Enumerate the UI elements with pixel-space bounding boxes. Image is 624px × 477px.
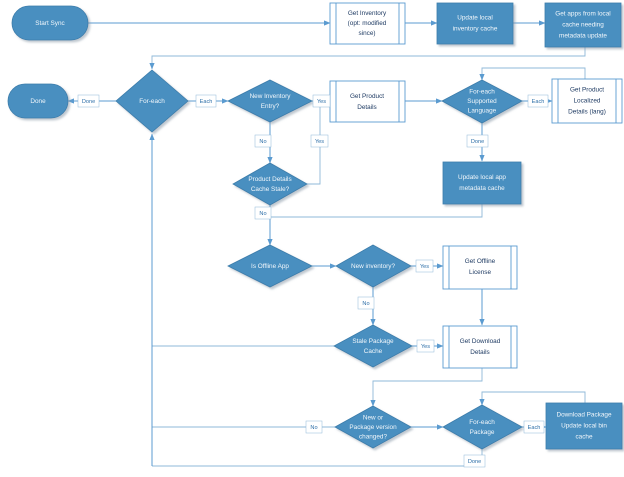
edge-label-text: No [259,211,266,217]
edge-label-text: Done [468,459,481,465]
node-get-product-localized-details[interactable]: Get Product Localized Details (lang) [551,78,623,124]
edge-label-text: Yes [421,344,430,350]
edge-label-text: No [259,139,266,145]
edge-label-stalepkg-yes: Yes [416,339,435,353]
node-update-local-app-metadata-cache[interactable]: Update local app metadata cache [442,161,522,205]
node-update-local-inventory-cache[interactable]: Update local inventory cache [436,2,514,45]
node-new-inventory-entry[interactable]: New Inventory Entry? [227,79,313,123]
edge-dldetails-to-pkgver [370,368,483,407]
node-is-offline-app[interactable]: Is Offline App [227,244,313,288]
node-new-or-package-version-changed[interactable]: New or Package version changed? [334,405,412,449]
edge-lang-loopback [479,67,586,81]
node-get-inventory[interactable]: Get Inventory (opt: modified since) [329,2,406,45]
edge-label-newinv-no: No [254,134,272,148]
edge-label-text: No [310,425,317,431]
edge-label-foreach-done: Done [77,94,100,108]
edge-label-text: Yes [420,264,429,270]
node-get-product-details[interactable]: Get Product Details [329,80,406,123]
edge-label-foreach-each: Each [195,94,217,108]
edge-pkg-done-return [152,449,483,467]
edge-pkg-loopback [479,391,586,406]
edge-label-newinventory-yes: Yes [415,259,434,273]
edge-label-text: Yes [317,99,326,105]
node-product-details-cache-stale[interactable]: Product Details Cache Stale? [232,162,308,206]
edge-label-newinv-yes: Yes [312,94,331,108]
node-get-apps-from-local-cache[interactable]: Get apps from local cache needing metada… [544,2,622,48]
edge-label-text: Each [528,425,541,431]
edge-label-pkgver-no: No [305,420,323,434]
edge-label-cachestale-yes: Yes [310,134,329,148]
edge-label-newinventory-no: No [357,296,375,310]
node-done[interactable]: Done [7,83,69,119]
edge-label-text: Done [82,99,95,105]
edge-getapps-to-foreach [149,47,586,70]
edge-label-text: Done [471,139,484,145]
node-get-offline-license[interactable]: Get Offline License [442,245,518,290]
edge-label-text: No [362,301,369,307]
node-foreach[interactable]: For-each [115,69,189,133]
node-stale-package-cache[interactable]: Stale Package Cache [333,324,413,368]
node-download-package[interactable]: Download Package Update local bin cache [545,402,623,450]
edge-label-text: Each [532,99,545,105]
edge-label-text: Each [200,99,213,105]
edge-cachestale-yes [307,101,321,185]
node-new-inventory[interactable]: New inventory? [335,244,412,288]
node-foreach-package[interactable]: For-each Package [442,404,523,450]
node-foreach-supported-language[interactable]: For-each Supported Language [441,79,523,124]
edge-label-lang-done: Done [466,134,489,148]
edge-label-pkg-each: Each [523,420,545,434]
edge-label-cachestale-no: No [254,206,272,220]
node-start-sync[interactable]: Start Sync [11,5,89,41]
node-get-download-details[interactable]: Get Download Details [442,325,518,369]
edge-label-text: Yes [315,139,324,145]
edge-appmeta-to-offline [270,204,483,218]
edge-label-pkg-done: Done [463,454,486,468]
edge-label-lang-each: Each [527,94,549,108]
